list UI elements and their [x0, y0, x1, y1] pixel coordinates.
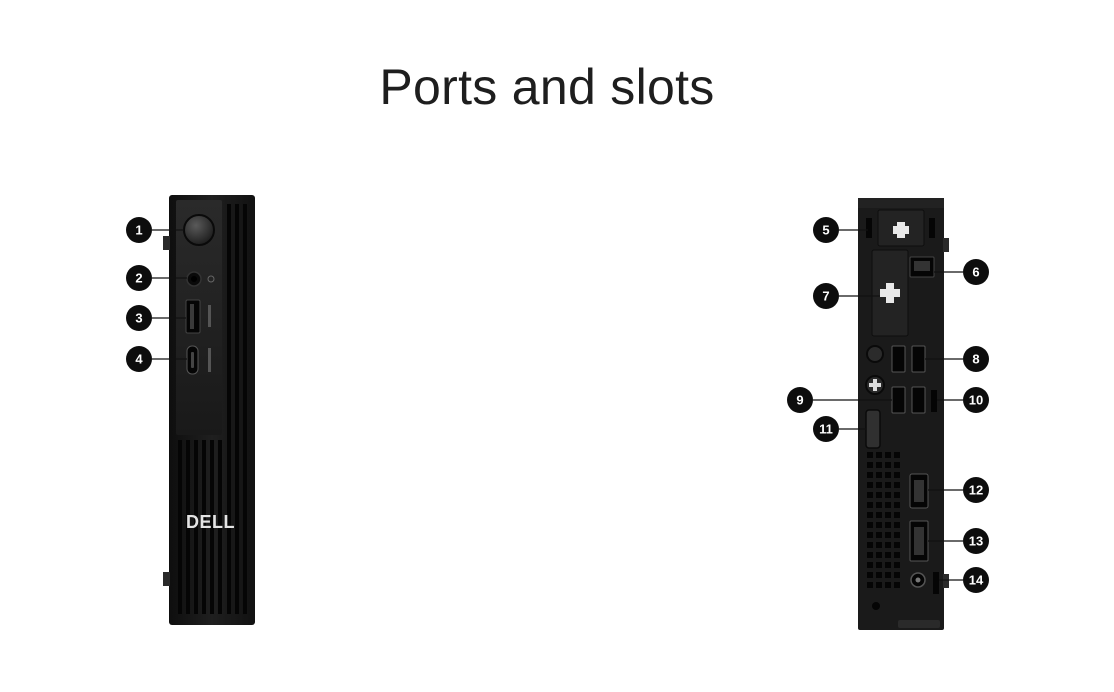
cable-hook-icon: [865, 345, 885, 395]
callout-rear-5: 5: [813, 217, 868, 243]
usb-a-port-icon[interactable]: [185, 299, 211, 334]
power-button-icon[interactable]: [183, 214, 215, 246]
svg-text:2: 2: [135, 271, 142, 286]
headset-jack-icon[interactable]: [186, 271, 215, 287]
svg-text:3: 3: [135, 311, 142, 326]
optional-module-slot-icon[interactable]: [871, 249, 909, 337]
svg-text:10: 10: [969, 393, 983, 408]
usb-a-port-icon[interactable]: [891, 345, 926, 373]
callout-rear-12: 12: [928, 477, 989, 503]
callout-rear-10: 10: [937, 387, 989, 413]
power-connector-icon[interactable]: [910, 572, 939, 594]
page-title: Ports and slots: [379, 59, 715, 115]
svg-text:8: 8: [972, 352, 979, 367]
front-chassis: [163, 195, 255, 625]
callout-rear-7: 7: [813, 283, 880, 309]
usb-a-port-icon[interactable]: [911, 386, 937, 414]
optional-module-slot-icon[interactable]: [866, 209, 935, 247]
callout-rear-8: 8: [925, 346, 989, 372]
callout-rear-11: 11: [813, 416, 866, 442]
callout-rear-13: 13: [928, 528, 989, 554]
hdmi-port-icon[interactable]: [909, 473, 929, 509]
svg-text:12: 12: [969, 483, 983, 498]
svg-text:9: 9: [796, 393, 803, 408]
ethernet-port-icon[interactable]: [909, 256, 935, 278]
callout-front-2: 2: [126, 265, 187, 291]
callout-rear-9: 9: [787, 387, 892, 413]
callout-front-3: 3: [126, 305, 186, 331]
usb-c-port-icon[interactable]: [186, 345, 211, 375]
svg-text:14: 14: [969, 573, 984, 588]
svg-text:5: 5: [822, 223, 829, 238]
svg-text:1: 1: [135, 223, 142, 238]
svg-text:13: 13: [969, 534, 983, 549]
rear-vent: [867, 452, 900, 588]
usb-a-port-icon[interactable]: [891, 386, 906, 414]
svg-text:6: 6: [972, 265, 979, 280]
displayport-icon[interactable]: [909, 520, 929, 562]
callout-front-1: 1: [126, 217, 184, 243]
brand-logo: DELL: [186, 512, 235, 532]
callout-rear-6: 6: [934, 259, 989, 285]
svg-text:7: 7: [822, 289, 829, 304]
svg-text:4: 4: [135, 352, 143, 367]
callout-front-4: 4: [126, 346, 187, 372]
svg-text:11: 11: [819, 422, 833, 437]
callout-rear-14: 14: [939, 567, 989, 593]
release-latch-icon[interactable]: [865, 409, 881, 449]
